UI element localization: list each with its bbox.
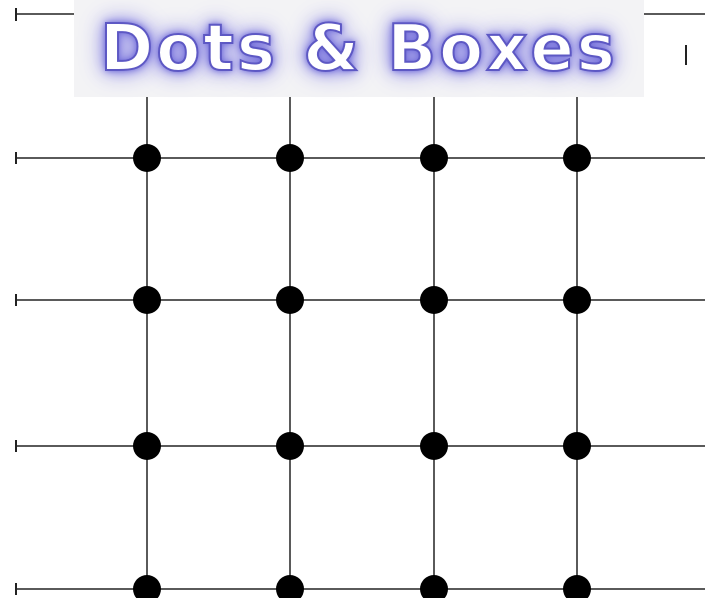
dot — [133, 144, 161, 172]
dot — [133, 286, 161, 314]
dot — [276, 575, 304, 598]
dot — [276, 432, 304, 460]
game-title: Dots & Boxes — [99, 11, 618, 87]
dot — [563, 286, 591, 314]
dot — [133, 432, 161, 460]
dot — [133, 575, 161, 598]
title-banner: Dots & Boxes — [74, 0, 644, 97]
dot — [276, 286, 304, 314]
dot — [276, 144, 304, 172]
dot — [563, 432, 591, 460]
dots — [133, 144, 591, 598]
dot — [420, 286, 448, 314]
dot — [420, 144, 448, 172]
dot — [420, 575, 448, 598]
dot — [563, 575, 591, 598]
dot — [563, 144, 591, 172]
dot — [420, 432, 448, 460]
grid-lines — [15, 8, 705, 595]
